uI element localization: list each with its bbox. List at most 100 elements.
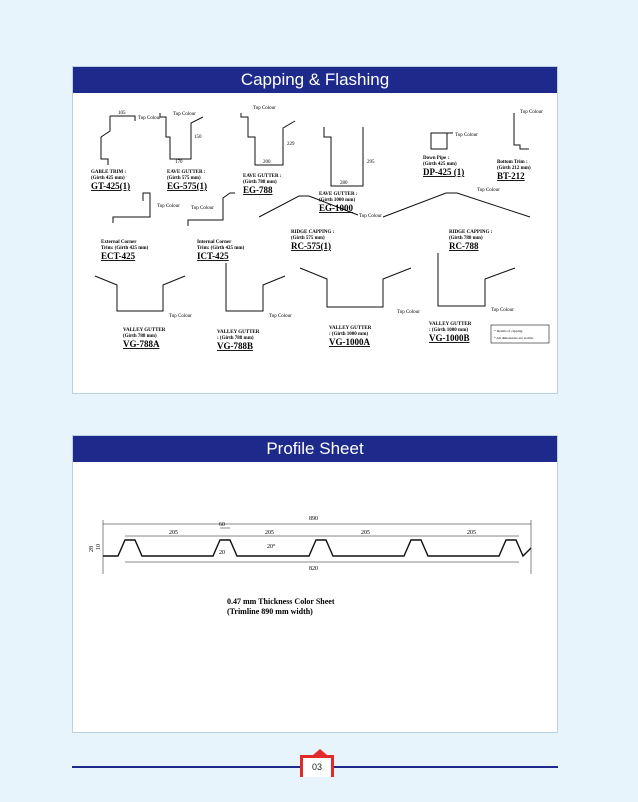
ect-profile <box>112 192 151 223</box>
svg-text:GT-425(1): GT-425(1) <box>91 181 130 191</box>
svg-text:205: 205 <box>467 530 476 536</box>
svg-text:EG-1000: EG-1000 <box>319 203 354 213</box>
svg-text:DP-425 (1): DP-425 (1) <box>423 167 464 177</box>
svg-text:: (Girth 788 mm): : (Girth 788 mm) <box>217 336 254 341</box>
eg575-profile <box>159 113 204 160</box>
svg-text:VALLEY GUTTER: VALLEY GUTTER <box>217 330 260 335</box>
svg-text:EG-575(1): EG-575(1) <box>167 181 207 191</box>
eg1000-profile <box>323 127 364 187</box>
svg-text:VALLEY GUTTER: VALLEY GUTTER <box>123 328 166 333</box>
svg-text:RC-575(1): RC-575(1) <box>291 241 331 251</box>
svg-text:205: 205 <box>169 530 178 536</box>
svg-text:* Details of capping.: * Details of capping. <box>494 329 523 333</box>
svg-text:(Girth 425 mm): (Girth 425 mm) <box>423 162 457 167</box>
svg-text:RIDGE CAPPING :: RIDGE CAPPING : <box>449 230 493 235</box>
vg1000a-profile <box>299 267 412 308</box>
svg-text:(Girth 788 mm): (Girth 788 mm) <box>123 334 157 339</box>
profile-sheet-panel: Profile Sheet 890 820 205 205 205 205 60… <box>72 435 558 733</box>
svg-text:* All dimensions are in mm.: * All dimensions are in mm. <box>494 336 534 340</box>
vg788b-profile <box>225 263 286 312</box>
svg-text:20°: 20° <box>267 543 276 550</box>
svg-text:820: 820 <box>309 566 318 572</box>
svg-text:10: 10 <box>96 544 102 550</box>
capping-flashing-title: Capping & Flashing <box>73 67 557 93</box>
svg-text:295: 295 <box>367 160 375 165</box>
svg-text:EG-788: EG-788 <box>243 185 273 195</box>
svg-text:RC-788: RC-788 <box>449 241 479 251</box>
svg-text:Trim: (Girth 425 mm): Trim: (Girth 425 mm) <box>197 246 245 251</box>
svg-text:(Girth 212 mm): (Girth 212 mm) <box>497 166 531 171</box>
svg-text:Top Colour: Top Colour <box>138 116 161 121</box>
svg-text:Top Colour: Top Colour <box>359 214 382 219</box>
svg-text:Top Colour: Top Colour <box>191 206 214 211</box>
svg-text:0.47 mm Thickness Color Sheet: 0.47 mm Thickness Color Sheet <box>227 597 335 606</box>
profile-drawing: 890 820 205 205 205 205 60 20 20° 28 10 … <box>89 516 532 616</box>
profile-shape <box>103 539 532 558</box>
svg-text:28: 28 <box>89 546 95 552</box>
bt-profile <box>513 113 529 150</box>
svg-text:150: 150 <box>194 135 202 140</box>
svg-text:(Girth 788 mm): (Girth 788 mm) <box>449 236 483 241</box>
svg-text:Top Colour: Top Colour <box>253 106 276 111</box>
svg-text:Trim: (Girth 425 mm): Trim: (Girth 425 mm) <box>101 246 149 251</box>
ict-profile <box>187 192 235 226</box>
profile-sheet-title: Profile Sheet <box>73 436 557 462</box>
svg-text:205: 205 <box>265 530 274 536</box>
dp-profile <box>430 132 448 150</box>
svg-text:Internal Corner: Internal Corner <box>197 240 232 245</box>
svg-text:Top Colour: Top Colour <box>269 314 292 319</box>
svg-text:105: 105 <box>118 111 126 116</box>
svg-text:External Corner: External Corner <box>101 240 137 245</box>
svg-text:(Trimline 890 mm width): (Trimline 890 mm width) <box>227 607 313 616</box>
svg-text:VG-1000B: VG-1000B <box>429 333 470 343</box>
svg-text:: (Girth 1000 mm): : (Girth 1000 mm) <box>429 328 468 333</box>
svg-text:280: 280 <box>340 181 348 186</box>
svg-text:170: 170 <box>175 160 183 165</box>
capping-drawings: 105 Top Colour GABLE TRIM : (Girth 425 m… <box>91 106 550 351</box>
svg-text:890: 890 <box>309 516 318 522</box>
svg-text:VALLEY GUTTER: VALLEY GUTTER <box>329 326 372 331</box>
svg-text:229: 229 <box>287 142 295 147</box>
svg-text:GABLE TRIM :: GABLE TRIM : <box>91 170 127 175</box>
svg-text:(Girth 575 mm): (Girth 575 mm) <box>167 176 201 181</box>
svg-text:Top Colour: Top Colour <box>157 204 180 209</box>
svg-text:(Girth 575 mm): (Girth 575 mm) <box>291 236 325 241</box>
vg1000b-profile <box>437 253 516 307</box>
svg-text:Top Colour: Top Colour <box>173 112 196 117</box>
svg-text:Bottom Trim :: Bottom Trim : <box>497 160 528 165</box>
svg-text:BT-212: BT-212 <box>497 171 525 181</box>
svg-text:ICT-425: ICT-425 <box>197 251 229 261</box>
svg-text:EAVE GUTTER :: EAVE GUTTER : <box>243 174 282 179</box>
svg-text:Top Colour: Top Colour <box>397 310 420 315</box>
svg-text:(Girth 1000 mm): (Girth 1000 mm) <box>319 198 355 203</box>
capping-flashing-panel: Capping & Flashing <box>72 66 558 394</box>
gt-profile <box>100 115 136 165</box>
svg-text:Top Colour: Top Colour <box>477 188 500 193</box>
svg-text:VG-1000A: VG-1000A <box>329 337 370 347</box>
svg-text:EAVE GUTTER :: EAVE GUTTER : <box>319 192 358 197</box>
svg-text:Top Colour: Top Colour <box>169 314 192 319</box>
svg-text:VG-788A: VG-788A <box>123 339 160 349</box>
svg-text:EAVE GUTTER :: EAVE GUTTER : <box>167 170 206 175</box>
svg-text:RIDGE CAPPING :: RIDGE CAPPING : <box>291 230 335 235</box>
svg-text:(Girth 425 mm): (Girth 425 mm) <box>91 176 125 181</box>
svg-text:60: 60 <box>219 522 225 528</box>
svg-text:ECT-425: ECT-425 <box>101 251 136 261</box>
eg788-profile <box>240 113 296 166</box>
svg-text:Down Pipe :: Down Pipe : <box>423 156 449 161</box>
svg-text:VG-788B: VG-788B <box>217 341 253 351</box>
svg-text:: (Girth 1000 mm): : (Girth 1000 mm) <box>329 332 368 337</box>
svg-text:Top Colour: Top Colour <box>491 308 514 313</box>
svg-text:Top Colour: Top Colour <box>455 133 478 138</box>
svg-text:VALLEY GUTTER: VALLEY GUTTER <box>429 322 472 327</box>
svg-text:205: 205 <box>361 530 370 536</box>
svg-text:20: 20 <box>219 550 225 556</box>
rc788-profile <box>382 192 531 218</box>
svg-text:200: 200 <box>263 160 271 165</box>
rc575-profile <box>258 195 359 218</box>
svg-text:(Girth 788 mm): (Girth 788 mm) <box>243 180 277 185</box>
svg-text:Top Colour: Top Colour <box>520 110 543 115</box>
vg788a-profile <box>94 275 186 312</box>
page-number: 03 <box>300 749 334 777</box>
notes-box <box>490 324 550 344</box>
